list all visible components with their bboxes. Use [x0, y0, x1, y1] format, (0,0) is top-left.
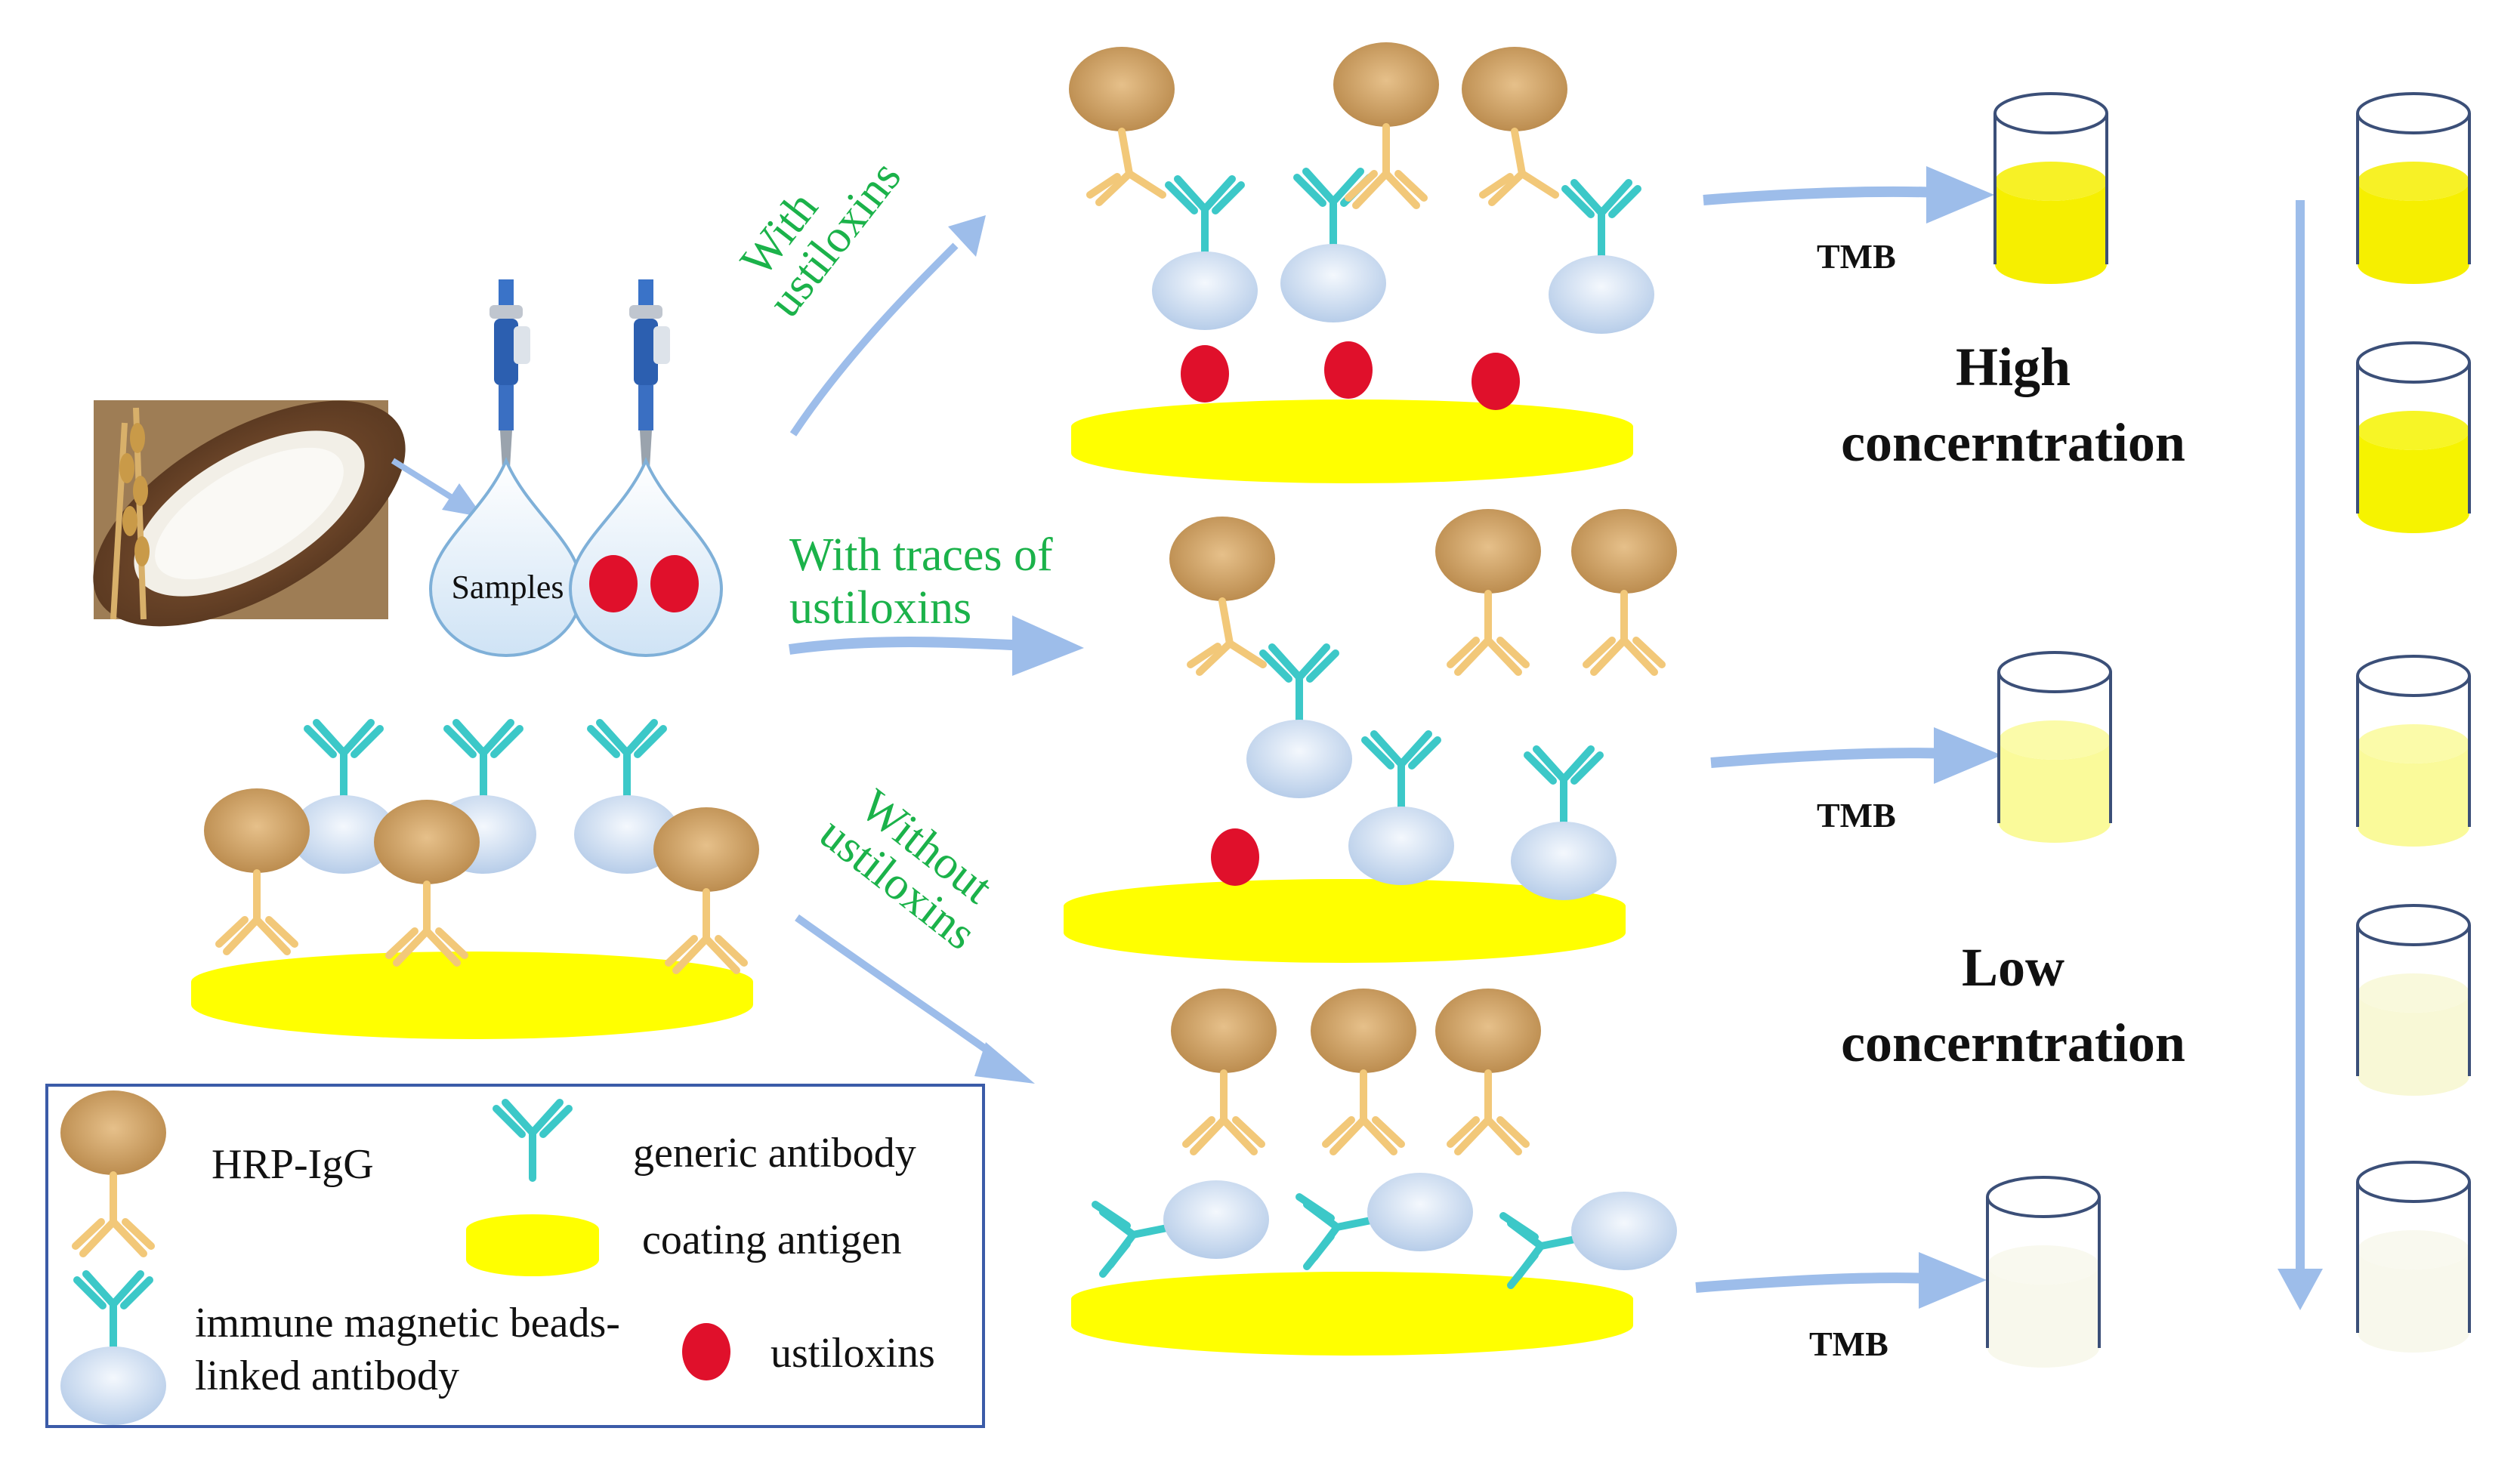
with-traces-arrow: [789, 615, 1084, 676]
standard-tube-series: [2356, 92, 2471, 1353]
tmb-tube: [1986, 1176, 2101, 1368]
tmb-tube: [2356, 655, 2471, 847]
legend-immune-label: immune magnetic beads-: [195, 1300, 620, 1346]
with-traces-label-2: ustiloxins: [789, 582, 971, 634]
rice-sample-photo: [93, 400, 406, 627]
tmb-tube: [1997, 651, 2112, 843]
concentration-gradient-arrow: [2278, 200, 2323, 1310]
photo-to-sample-arrow: [391, 458, 483, 517]
sample-drop: [428, 456, 584, 657]
legend-ustiloxins-label: ustiloxins: [771, 1330, 935, 1377]
tmb-arrow-top: [1703, 166, 1994, 224]
without-ustiloxins-arrow: [795, 914, 1035, 1084]
panel-with-traces: [1064, 509, 1677, 963]
high-label-2: concerntration: [1841, 412, 2185, 473]
with-traces-label: With traces of: [789, 529, 1053, 581]
tmb-tube: [2356, 92, 2471, 284]
low-label-2: concerntration: [1841, 1013, 2185, 1073]
ustiloxin-dot: [1324, 341, 1373, 399]
initial-incubation-plate: [191, 723, 759, 1039]
high-label: High: [1956, 337, 2071, 397]
tmb-label-top: TMB: [1817, 237, 1896, 276]
ustiloxin-dot: [1211, 828, 1259, 886]
legend-coating-label: coating antigen: [642, 1217, 902, 1263]
without-ustiloxins-label: Without ustiloxins: [810, 779, 1002, 960]
tmb-tube: [2356, 341, 2471, 533]
coating-antigen-icon: [466, 1214, 599, 1276]
panel-with-ustiloxins: [1069, 42, 1654, 483]
tmb-tube: [2356, 1161, 2471, 1353]
ustiloxin-dot: [589, 555, 638, 612]
tmb-label-bottom: TMB: [1809, 1325, 1888, 1363]
tmb-arrow-bottom: [1695, 1252, 1987, 1309]
ustiloxin-dot: [1472, 353, 1520, 410]
legend-generic-label: generic antibody: [633, 1130, 916, 1177]
legend-immune-label-2: linked antibody: [195, 1353, 459, 1399]
ustiloxin-dot: [1181, 345, 1229, 403]
panel-without-ustiloxins: [1071, 989, 1677, 1356]
tmb-arrow-middle: [1710, 727, 2002, 784]
legend-box: HRP-IgG generic antibody coating antigen…: [45, 1084, 985, 1427]
low-label: Low: [1962, 937, 2064, 998]
ustiloxin-drop: [568, 456, 724, 657]
with-ustiloxins-arrow: [789, 215, 986, 436]
legend-hrp-label: HRP-IgG: [212, 1141, 374, 1188]
tmb-result-tubes: [1986, 92, 2112, 1368]
with-ustiloxins-label: With ustiloxins: [730, 152, 911, 327]
tmb-label-middle: TMB: [1817, 796, 1896, 834]
ustiloxin-dot: [650, 555, 699, 612]
samples-label: Samples: [451, 569, 564, 606]
tmb-tube: [2356, 904, 2471, 1096]
ustiloxin-icon: [682, 1323, 730, 1380]
tmb-tube: [1993, 92, 2108, 284]
